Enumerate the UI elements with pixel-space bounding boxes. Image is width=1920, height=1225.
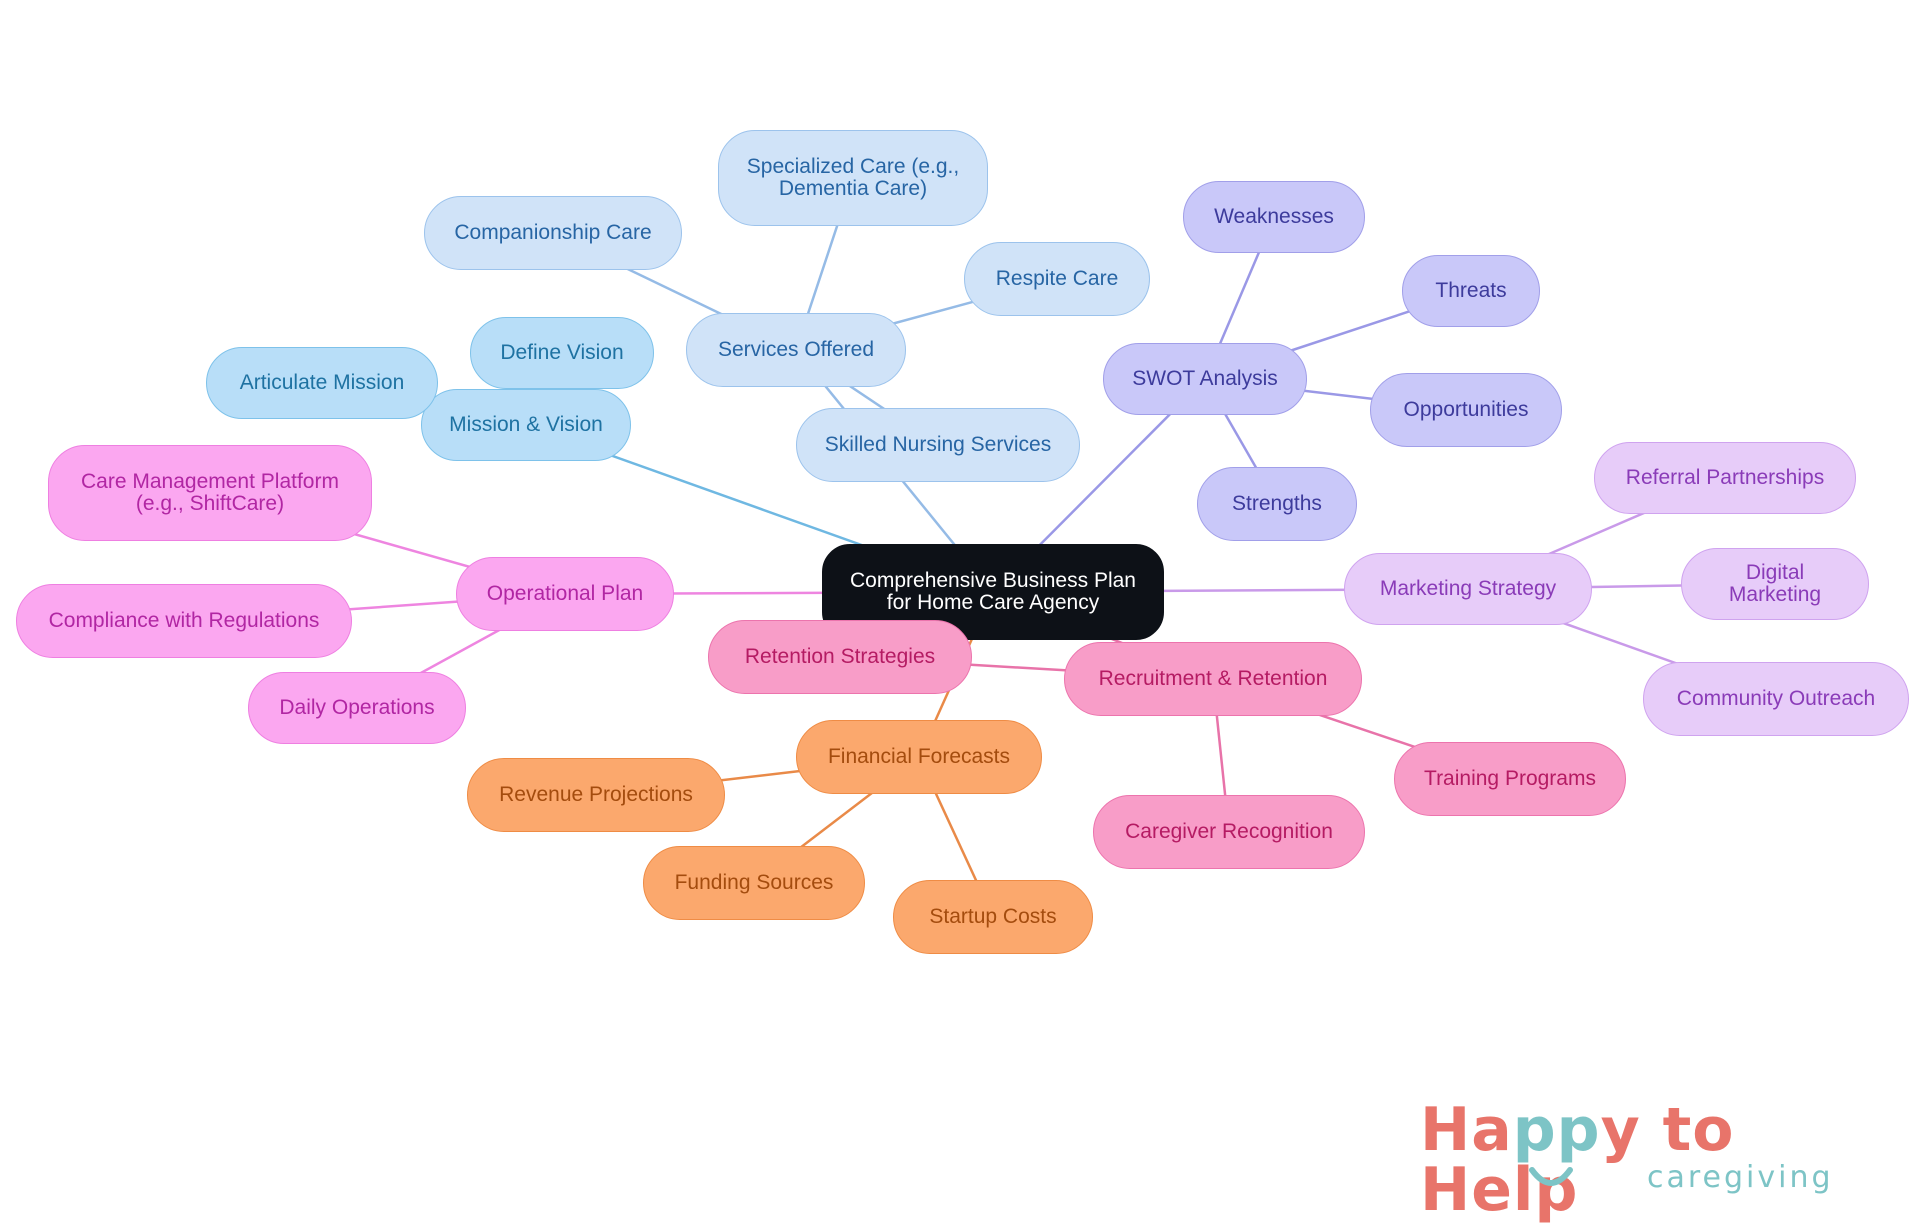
- node-digital-marketing: Digital Marketing: [1681, 548, 1869, 620]
- node-caregiver-recognition: Caregiver Recognition: [1093, 795, 1365, 869]
- branch-marketing-strategy: Marketing Strategy: [1344, 553, 1592, 625]
- node-compliance-regulations: Compliance with Regulations: [16, 584, 352, 658]
- logo-subtitle: caregiving: [1647, 1160, 1834, 1195]
- node-startup-costs: Startup Costs: [893, 880, 1093, 954]
- node-retention-strategies: Retention Strategies: [708, 620, 972, 694]
- node-respite-care: Respite Care: [964, 242, 1150, 316]
- branch-services-offered: Services Offered: [686, 313, 906, 387]
- node-care-management-platform: Care Management Platform (e.g., ShiftCar…: [48, 445, 372, 541]
- logo-wordmark: Happy to Help: [1420, 1095, 1735, 1225]
- happy-to-help-logo: Happy to Help caregiving: [1420, 1100, 1890, 1220]
- branch-swot-analysis: SWOT Analysis: [1103, 343, 1307, 415]
- node-threats: Threats: [1402, 255, 1540, 327]
- node-strengths: Strengths: [1197, 467, 1357, 541]
- branch-recruitment-retention: Recruitment & Retention: [1064, 642, 1362, 716]
- node-training-programs: Training Programs: [1394, 742, 1626, 816]
- branch-mission-vision: Mission & Vision: [421, 389, 631, 461]
- node-referral-partnerships: Referral Partnerships: [1594, 442, 1856, 514]
- logo-wordmark-accent: pp: [1512, 1095, 1601, 1165]
- node-funding-sources: Funding Sources: [643, 846, 865, 920]
- node-specialized-care: Specialized Care (e.g., Dementia Care): [718, 130, 988, 226]
- node-daily-operations: Daily Operations: [248, 672, 466, 744]
- node-skilled-nursing: Skilled Nursing Services: [796, 408, 1080, 482]
- root-node: Comprehensive Business Plan for Home Car…: [822, 544, 1164, 640]
- node-community-outreach: Community Outreach: [1643, 662, 1909, 736]
- node-define-vision: Define Vision: [470, 317, 654, 389]
- node-weaknesses: Weaknesses: [1183, 181, 1365, 253]
- branch-operational-plan: Operational Plan: [456, 557, 674, 631]
- node-companionship-care: Companionship Care: [424, 196, 682, 270]
- logo-smile-icon: [1529, 1167, 1573, 1186]
- node-opportunities: Opportunities: [1370, 373, 1562, 447]
- node-revenue-projections: Revenue Projections: [467, 758, 725, 832]
- node-articulate-mission: Articulate Mission: [206, 347, 438, 419]
- branch-financial-forecasts: Financial Forecasts: [796, 720, 1042, 794]
